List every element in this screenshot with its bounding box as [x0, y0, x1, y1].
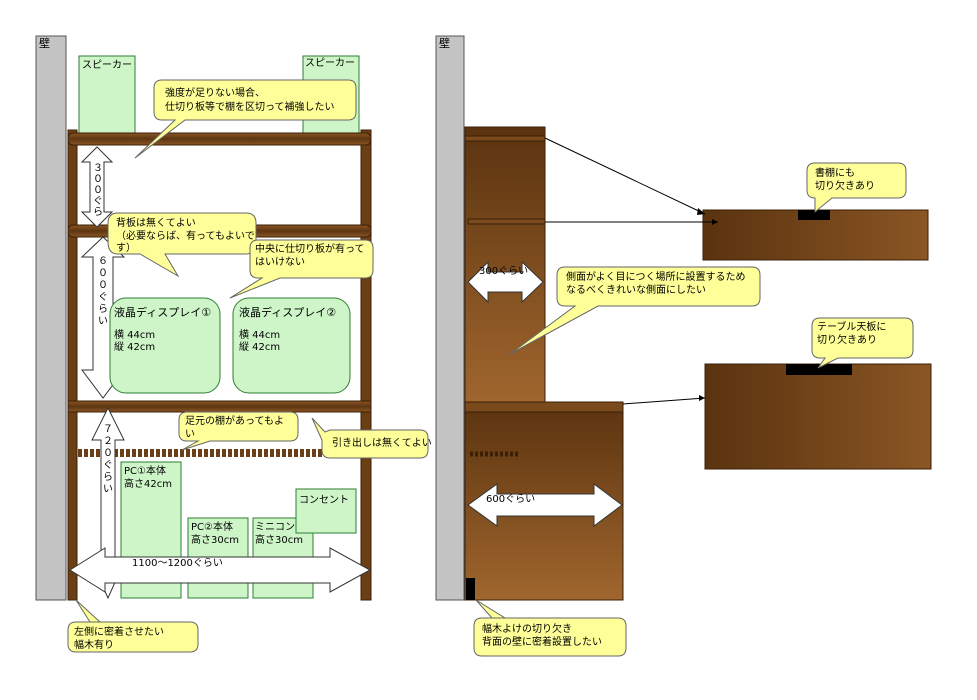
callout-left-line1: 左側に密着させたい — [74, 625, 164, 638]
callout-backboard-line2: （必要ならば、有ってもよいで — [116, 229, 255, 242]
dim-300-label: ３ ０ ０ ぐ ら — [93, 163, 103, 218]
svg-text:い: い — [103, 484, 113, 495]
speaker-right-label: スピーカー — [305, 57, 355, 69]
table-notch — [786, 364, 852, 375]
callout-no-divider-line1: 中央に仕切り板が有って — [255, 242, 365, 255]
callout-reinforce-line1: 強度が足りない場合、 — [165, 86, 265, 99]
dim-600-arrow — [80, 236, 126, 399]
svg-text:０: ０ — [98, 280, 108, 291]
svg-text:７: ７ — [103, 424, 113, 435]
side-upper-top-board — [464, 135, 546, 142]
callout-foot-shelf-line2: い — [185, 429, 195, 440]
side-dim-600-arrow — [467, 483, 623, 527]
wall-label: 壁 — [39, 36, 50, 50]
callout-baseboard-line2: 背面の壁に密着設置したい — [482, 635, 602, 648]
callout-side-line1: 側面がよく目につく場所に設置するため — [566, 270, 746, 283]
side-dim-300-arrow — [467, 260, 544, 304]
callout-bookshelf — [806, 162, 907, 214]
upright-right — [360, 129, 372, 601]
callout-side — [509, 266, 761, 355]
lcd2-width: 横 44cm — [239, 328, 280, 341]
lcd1-title: 液晶ディスプレイ① — [114, 305, 211, 319]
svg-text:ら: ら — [103, 471, 113, 483]
svg-text:２: ２ — [103, 436, 113, 447]
svg-text:ぐ: ぐ — [98, 292, 108, 303]
dim-width-label: 1100～1200ぐらい — [132, 557, 223, 569]
speaker-left — [78, 55, 136, 137]
pc1-height: 高さ42cm — [124, 477, 172, 490]
callout-no-divider-line2: はいけない — [255, 256, 305, 268]
side-view: 壁 300ぐらい 600ぐらい 書棚にも 切り欠きあり テーブル天板に — [435, 35, 932, 657]
lcd2-title: 液晶ディスプレイ② — [239, 305, 336, 319]
svg-text:ら: ら — [93, 206, 103, 218]
svg-text:０: ０ — [93, 185, 103, 196]
side-baseboard-notch — [466, 578, 475, 600]
lcd1-height: 縦 42cm — [114, 340, 155, 353]
side-dim-600-label: 600ぐらい — [486, 493, 535, 505]
callout-backboard — [107, 212, 257, 278]
dim-600-label: ６ ０ ０ ぐ ら い — [98, 256, 108, 327]
side-desk-top — [464, 401, 624, 413]
minicompo-height: 高さ30cm — [255, 533, 303, 546]
callout-bookshelf-line1: 書棚にも — [815, 166, 855, 179]
dim-720-arrow — [91, 406, 125, 600]
dim-width-arrow — [69, 547, 372, 593]
callout-backboard-line3: す） — [116, 242, 136, 254]
svg-text:ぐ: ぐ — [103, 460, 113, 471]
callout-no-drawer-text: 引き出しは無くてよい — [332, 436, 432, 449]
pointer-line-1 — [544, 137, 706, 215]
pointer-line-3 — [622, 397, 706, 405]
outlet-box — [295, 488, 357, 534]
bookshelf-notch — [798, 210, 830, 220]
wall — [35, 35, 67, 601]
lcd-display-1 — [109, 297, 221, 394]
side-upper-body — [464, 126, 546, 403]
callout-table-line1: テーブル天板に — [817, 320, 886, 333]
callout-left — [67, 599, 199, 653]
callout-baseboard — [473, 599, 627, 657]
upright-left — [67, 129, 78, 601]
svg-text:６: ６ — [98, 256, 108, 267]
speaker-left-label: スピーカー — [82, 59, 132, 71]
shelf-top — [67, 132, 372, 146]
front-view: 壁 スピーカー スピーカー ３ ０ ０ ぐ ら ６ ０ ０ ぐ ら い — [35, 35, 432, 653]
callout-foot-shelf — [178, 411, 299, 451]
lcd2-height: 縦 42cm — [239, 340, 280, 353]
side-dim-300-label: 300ぐらい — [479, 265, 528, 277]
pc2-name: PC②本体 — [191, 520, 233, 533]
svg-text:ぐ: ぐ — [93, 196, 103, 207]
svg-text:０: ０ — [93, 174, 103, 185]
callout-table — [811, 317, 914, 369]
callout-backboard-line1: 背板は無くてよい — [116, 216, 196, 229]
callout-no-divider — [229, 239, 374, 299]
side-upper-mid-board — [467, 218, 546, 225]
callout-table-line2: 切り欠きあり — [817, 333, 877, 346]
dim-300-arrow — [80, 146, 114, 228]
callout-reinforce — [134, 79, 357, 159]
pc1-name: PC①本体 — [124, 464, 166, 477]
svg-text:い: い — [98, 316, 108, 327]
dim-720-label: ７ ２ ０ ぐ ら い — [103, 424, 113, 495]
svg-text:０: ０ — [98, 268, 108, 279]
minicompo-name: ミニコンポ — [255, 521, 305, 533]
svg-text:ら: ら — [98, 303, 108, 315]
pc2-height: 高さ30cm — [191, 533, 239, 546]
callout-reinforce-line2: 仕切り板等で棚を区切って補強したい — [165, 100, 335, 113]
side-wall-label: 壁 — [439, 36, 450, 50]
table-detail — [704, 363, 932, 470]
callout-baseboard-line1: 幅木よけの切り欠き — [482, 622, 572, 635]
lcd-display-2 — [232, 297, 351, 394]
svg-text:３: ３ — [93, 163, 103, 174]
shelf-desk — [67, 400, 372, 413]
side-wall — [435, 35, 465, 601]
callout-left-line2: 幅木有り — [74, 638, 114, 651]
callout-foot-shelf-line1: 足元の棚があってもよ — [185, 414, 284, 427]
lcd1-width: 横 44cm — [114, 328, 155, 341]
svg-text:０: ０ — [103, 448, 113, 459]
callout-bookshelf-line2: 切り欠きあり — [815, 179, 875, 192]
callout-no-drawer — [311, 417, 429, 459]
callout-side-line2: なるべくきれいな側面にしたい — [566, 283, 706, 296]
outlet-label: コンセント — [299, 494, 349, 506]
